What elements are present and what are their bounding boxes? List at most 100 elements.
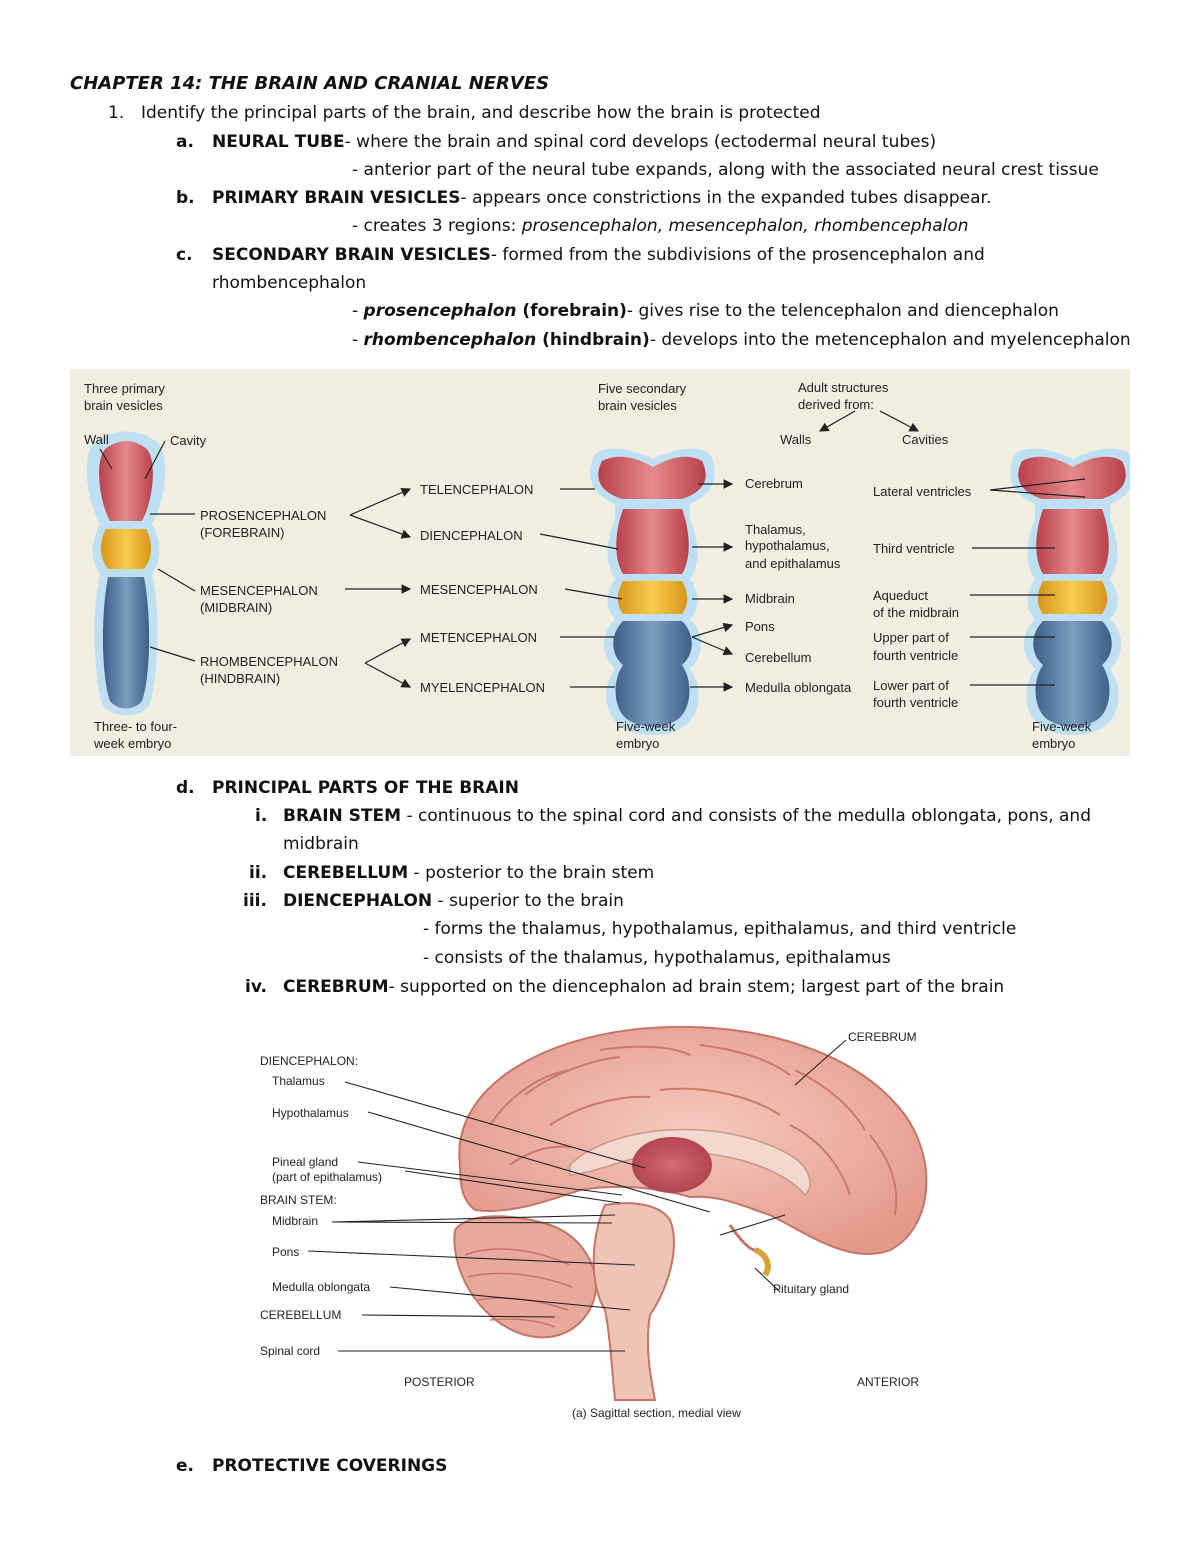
item-d-i-num: i.: [255, 806, 268, 826]
item-d-iii-text: - superior to the brain: [432, 891, 624, 911]
item-c-sub1-paren: (forebrain): [516, 301, 627, 321]
label-adult-structures: Adult structures: [798, 380, 889, 395]
item-d-ii-text: - posterior to the brain stem: [408, 863, 655, 883]
item-d-iv-term: CEREBRUM: [283, 977, 389, 997]
label-midbrain-paren: (MIDBRAIN): [200, 600, 272, 615]
pituitary-shape: [753, 1247, 771, 1277]
label-mesencephalon-2: MESENCEPHALON: [420, 582, 538, 597]
label-cerebellum: Cerebellum: [745, 650, 811, 665]
label-myelencephalon: MYELENCEPHALON: [420, 680, 545, 695]
item-a-term: NEURAL TUBE: [212, 132, 345, 152]
label-embryo1-line1: Three- to four-: [94, 719, 177, 734]
item-d-i-text: - continuous to the spinal cord and cons…: [401, 806, 1091, 826]
label-rhombencephalon: RHOMBENCEPHALON: [200, 654, 338, 669]
item-c-sub2-paren: (hindbrain): [536, 330, 650, 350]
brainstem-shape: [592, 1202, 675, 1401]
label-spinal-cord: Spinal cord: [260, 1344, 320, 1358]
cerebellum-shape: [453, 1215, 597, 1339]
item-d-iii-num: iii.: [243, 891, 267, 911]
item-b-text: - appears once constrictions in the expa…: [460, 188, 992, 208]
item-c-letter: c.: [176, 245, 193, 265]
item-c: SECONDARY BRAIN VESICLES- formed from th…: [212, 244, 985, 266]
label-telencephalon: TELENCEPHALON: [420, 482, 533, 497]
item-d-iv-num: iv.: [245, 977, 267, 997]
label-prosencephalon: PROSENCEPHALON: [200, 508, 326, 523]
label-brain-stem-group: BRAIN STEM:: [260, 1193, 337, 1207]
item-d-ii-term: CEREBELLUM: [283, 863, 409, 883]
label-lower-fourth-2: fourth ventricle: [873, 695, 958, 710]
label-lower-fourth-1: Lower part of: [873, 678, 949, 693]
embryo-three-primary: [86, 431, 166, 716]
label-thalamus-3: and epithalamus: [745, 556, 841, 571]
item-d-iv-text: - supported on the diencephalon ad brain…: [388, 977, 1005, 997]
label-five-secondary-2: brain vesicles: [598, 398, 677, 413]
label-pineal-2: (part of epithalamus): [272, 1170, 382, 1184]
label-mesencephalon: MESENCEPHALON: [200, 583, 318, 598]
label-medulla-2: Medulla oblongata: [272, 1280, 370, 1294]
item-d-i-term: BRAIN STEM: [283, 806, 402, 826]
label-three-primary-1: Three primary: [84, 381, 165, 396]
label-pineal-1: Pineal gland: [272, 1155, 338, 1169]
label-midbrain-2: Midbrain: [272, 1214, 318, 1228]
label-thalamus-1: Thalamus,: [745, 522, 806, 537]
label-embryo2-line1: Five-week: [616, 719, 676, 734]
item-b-sub-regions: prosencephalon, mesencephalon, rhombence…: [521, 216, 969, 236]
item-c-sub1-dash: -: [352, 301, 364, 321]
label-upper-fourth-1: Upper part of: [873, 630, 949, 645]
label-five-secondary-1: Five secondary: [598, 381, 687, 396]
label-medulla: Medulla oblongata: [745, 680, 852, 695]
label-aqueduct-2: of the midbrain: [873, 605, 959, 620]
item-d-iii-sub1: - forms the thalamus, hypothalamus, epit…: [423, 919, 1017, 939]
label-cerebrum-2: CEREBRUM: [848, 1030, 917, 1044]
label-posterior: POSTERIOR: [404, 1375, 475, 1389]
label-hypothalamus: Hypothalamus: [272, 1106, 349, 1120]
item-d-term: PRINCIPAL PARTS OF THE BRAIN: [212, 778, 519, 798]
item-d-ii: CEREBELLUM - posterior to the brain stem: [283, 862, 654, 884]
gyri-lines: [489, 1044, 898, 1216]
figure2-caption: (a) Sagittal section, medial view: [572, 1406, 741, 1420]
item-a: NEURAL TUBE- where the brain and spinal …: [212, 131, 936, 153]
label-hindbrain: (HINDBRAIN): [200, 671, 280, 686]
label-pituitary: Pituitary gland: [773, 1282, 849, 1296]
objective-number: 1.: [108, 103, 125, 123]
item-c-sub2-term: rhombencephalon: [363, 330, 537, 350]
label-embryo1-line2: week embryo: [93, 736, 171, 751]
item-d-letter: d.: [176, 778, 195, 798]
label-embryo3-line2: embryo: [1032, 736, 1075, 751]
item-a-sub: - anterior part of the neural tube expan…: [352, 160, 1099, 180]
vesicles-figure: Three primary brain vesicles Wall Cavity…: [70, 369, 1130, 756]
item-c-sub2-text: - develops into the metencephalon and my…: [649, 330, 1131, 350]
item-b-term: PRIMARY BRAIN VESICLES: [212, 188, 461, 208]
corpus-callosum-shape: [569, 1128, 811, 1197]
item-c-text: - formed from the subdivisions of the pr…: [490, 245, 985, 265]
label-embryo3-line1: Five-week: [1032, 719, 1092, 734]
item-b-sub: - creates 3 regions: prosencephalon, mes…: [352, 215, 969, 237]
item-d-iii-term: DIENCEPHALON: [283, 891, 433, 911]
label-midbrain: Midbrain: [745, 591, 795, 606]
label-cerebellum-2: CEREBELLUM: [260, 1308, 341, 1322]
item-c-term: SECONDARY BRAIN VESICLES: [212, 245, 491, 265]
item-c-sub1-text: - gives rise to the telencephalon and di…: [626, 301, 1059, 321]
label-cavities: Cavities: [902, 432, 949, 447]
item-e-term: PROTECTIVE COVERINGS: [212, 1456, 448, 1476]
label-cerebrum: Cerebrum: [745, 476, 803, 491]
label-three-primary-2: brain vesicles: [84, 398, 163, 413]
item-a-letter: a.: [176, 132, 194, 152]
label-cavity: Cavity: [170, 433, 207, 448]
item-c-sub2-dash: -: [352, 330, 364, 350]
item-d-ii-num: ii.: [249, 863, 268, 883]
figure1-leader-lines: [99, 410, 1086, 692]
label-forebrain: (FOREBRAIN): [200, 525, 285, 540]
chapter-title: CHAPTER 14: THE BRAIN AND CRANIAL NERVES: [70, 73, 550, 94]
item-d-iii-sub2: - consists of the thalamus, hypothalamus…: [423, 948, 891, 968]
label-lateral-ventricles: Lateral ventricles: [873, 484, 972, 499]
label-third-ventricle: Third ventricle: [873, 541, 955, 556]
item-d-iii: DIENCEPHALON - superior to the brain: [283, 890, 624, 912]
item-c-sub1-term: prosencephalon: [363, 301, 517, 321]
figure-background: [70, 369, 1130, 756]
item-c-sub1: - prosencephalon (forebrain)- gives rise…: [352, 300, 1059, 322]
item-b-sub-prefix: - creates 3 regions:: [352, 216, 522, 236]
figure2-leader-lines: [307, 1039, 847, 1352]
thalamus-shape: [632, 1137, 712, 1193]
sagittal-brain-figure: DIENCEPHALON: Thalamus Hypothalamus Pine…: [260, 1025, 928, 1420]
